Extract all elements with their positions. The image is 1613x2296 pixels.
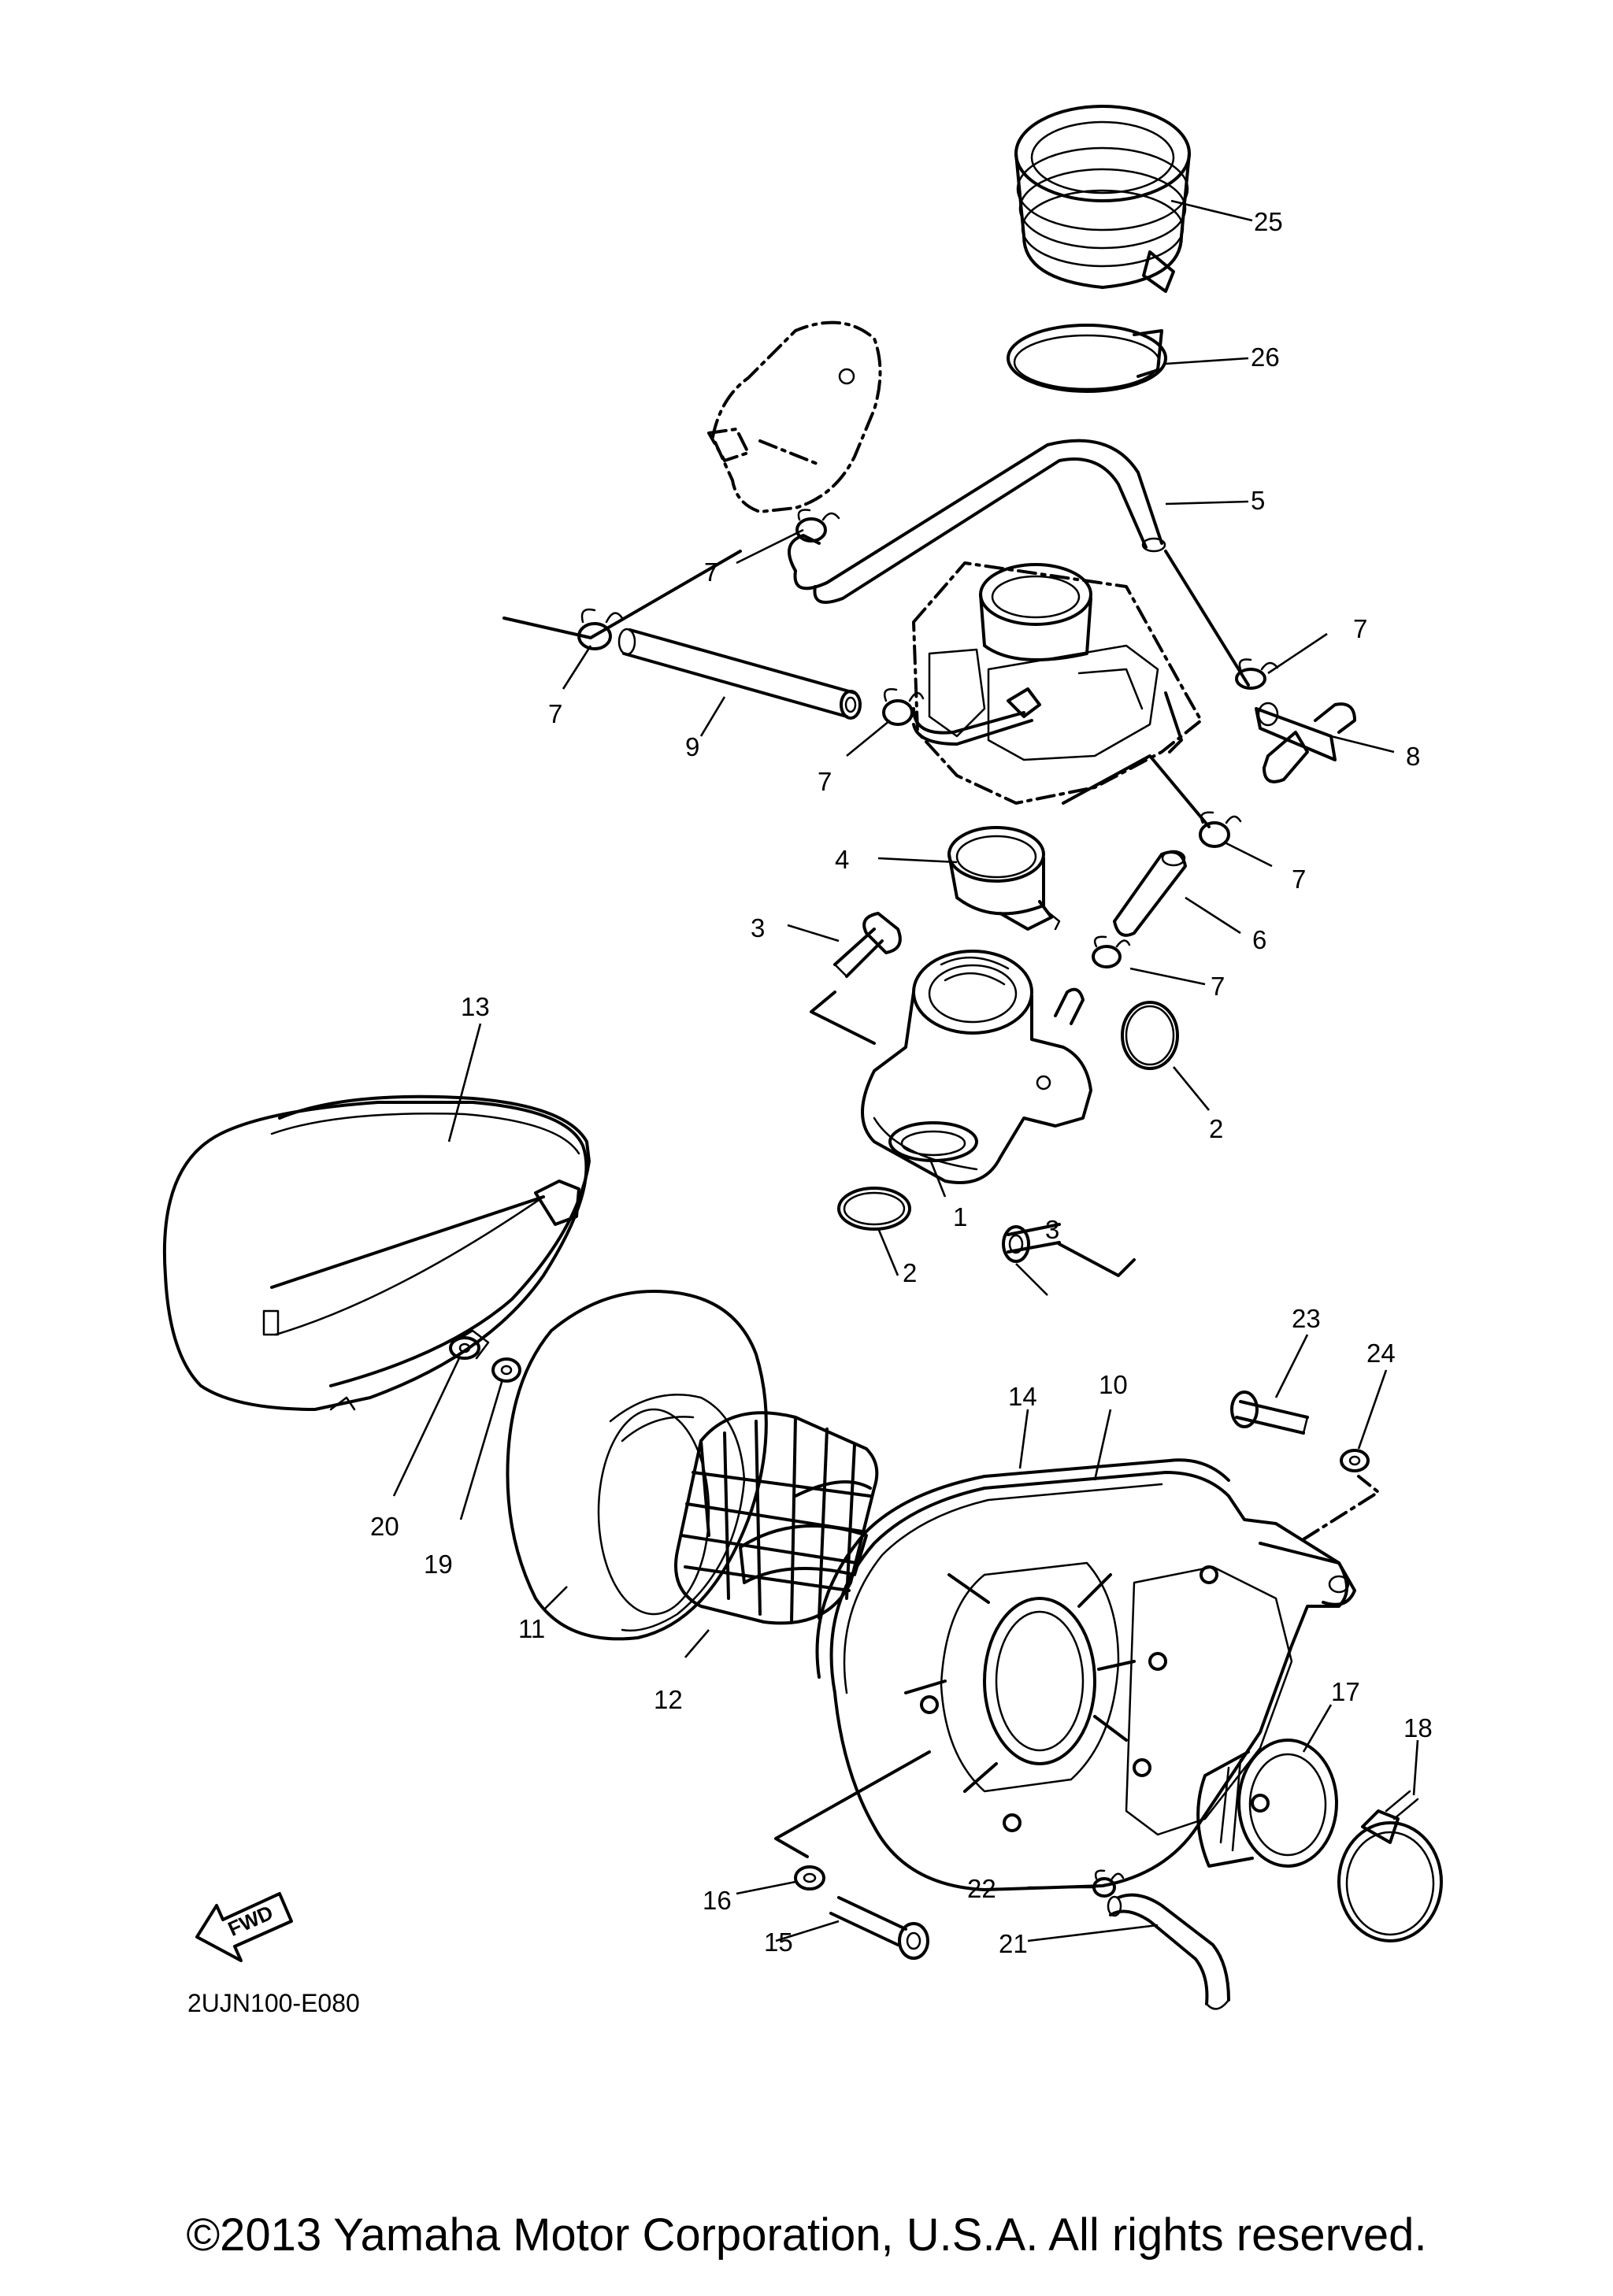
part-25-intake-boot	[1014, 105, 1191, 293]
callout-3: 3	[751, 913, 765, 942]
copyright-notice: ©2013 Yamaha Motor Corporation, U.S.A. A…	[186, 2209, 1427, 2261]
carburetor-phantom-upper	[707, 320, 882, 513]
part-5-breather-hose	[788, 439, 1166, 604]
callout-21: 21	[999, 1929, 1028, 1958]
assembly-reference-lines	[270, 550, 1380, 1858]
callout-19: 19	[424, 1550, 453, 1579]
callout-10: 10	[1099, 1370, 1128, 1399]
callout-9: 9	[685, 732, 699, 761]
part-8-t-joint	[1255, 702, 1356, 783]
callout-13: 13	[461, 992, 490, 1021]
part-4-clamp	[947, 826, 1061, 931]
callout-5: 5	[1251, 486, 1265, 515]
part-15-bolt	[829, 1896, 929, 1960]
part-21-drain-hose	[1107, 1893, 1230, 2010]
part-3-bolts	[833, 912, 1061, 1263]
callout-15: 15	[764, 1928, 793, 1957]
callout-2: 2	[1209, 1114, 1223, 1143]
callout-8: 8	[1406, 742, 1420, 771]
callout-12: 12	[654, 1685, 683, 1714]
callout-17: 17	[1331, 1677, 1360, 1706]
part-19-washer	[491, 1357, 521, 1383]
callout-18: 18	[1403, 1713, 1433, 1742]
callout-23: 23	[1292, 1304, 1321, 1333]
callout-11: 11	[518, 1614, 545, 1643]
part-23-bolt	[1230, 1391, 1309, 1435]
callout-1: 1	[953, 1202, 967, 1231]
part-24-washer	[1340, 1449, 1370, 1472]
part-6-short-hose	[1113, 850, 1187, 937]
callout-7: 7	[818, 767, 832, 796]
callout-20: 20	[370, 1512, 399, 1541]
part-13-air-cleaner-cover	[162, 1094, 591, 1411]
part-1-intake-manifold	[861, 950, 1092, 1184]
callout-7: 7	[1292, 865, 1306, 894]
parts-artwork	[162, 105, 1443, 2010]
callout-4: 4	[835, 845, 849, 874]
callout-2: 2	[903, 1258, 917, 1287]
callout-25: 25	[1254, 207, 1283, 236]
part-10-air-cleaner-case	[815, 1458, 1356, 1891]
part-18-clamp	[1337, 1790, 1443, 1942]
callout-14: 14	[1008, 1382, 1037, 1411]
callout-16: 16	[703, 1886, 732, 1915]
callout-7: 7	[704, 557, 718, 587]
part-16-nut	[794, 1865, 825, 1890]
diagram-code: 2UJN100-E080	[187, 1989, 360, 2017]
part-26-clamp-band	[1007, 324, 1167, 393]
part-2-o-rings	[837, 1001, 1179, 1231]
fwd-arrow-icon	[195, 1892, 293, 1962]
callout-3: 3	[1045, 1215, 1059, 1244]
callout-6: 6	[1252, 925, 1266, 954]
part-17-joint	[1196, 1739, 1338, 1868]
part-12-filter-cage	[674, 1411, 879, 1625]
callout-labels: 25 26 5 7 7 7 9 7 8 7 4 6 3 7 13 2 1 3 2…	[187, 207, 1433, 2017]
callout-7: 7	[1211, 972, 1225, 1001]
callout-24: 24	[1366, 1339, 1396, 1368]
callout-26: 26	[1251, 343, 1280, 372]
part-9-hose	[617, 628, 862, 720]
callout-22: 22	[967, 1874, 996, 1903]
callout-7: 7	[1353, 614, 1367, 643]
part-7-hose-clips	[577, 509, 1279, 968]
carburetor-body	[912, 561, 1203, 805]
callout-leaders	[392, 199, 1419, 1942]
callout-7: 7	[548, 699, 562, 728]
